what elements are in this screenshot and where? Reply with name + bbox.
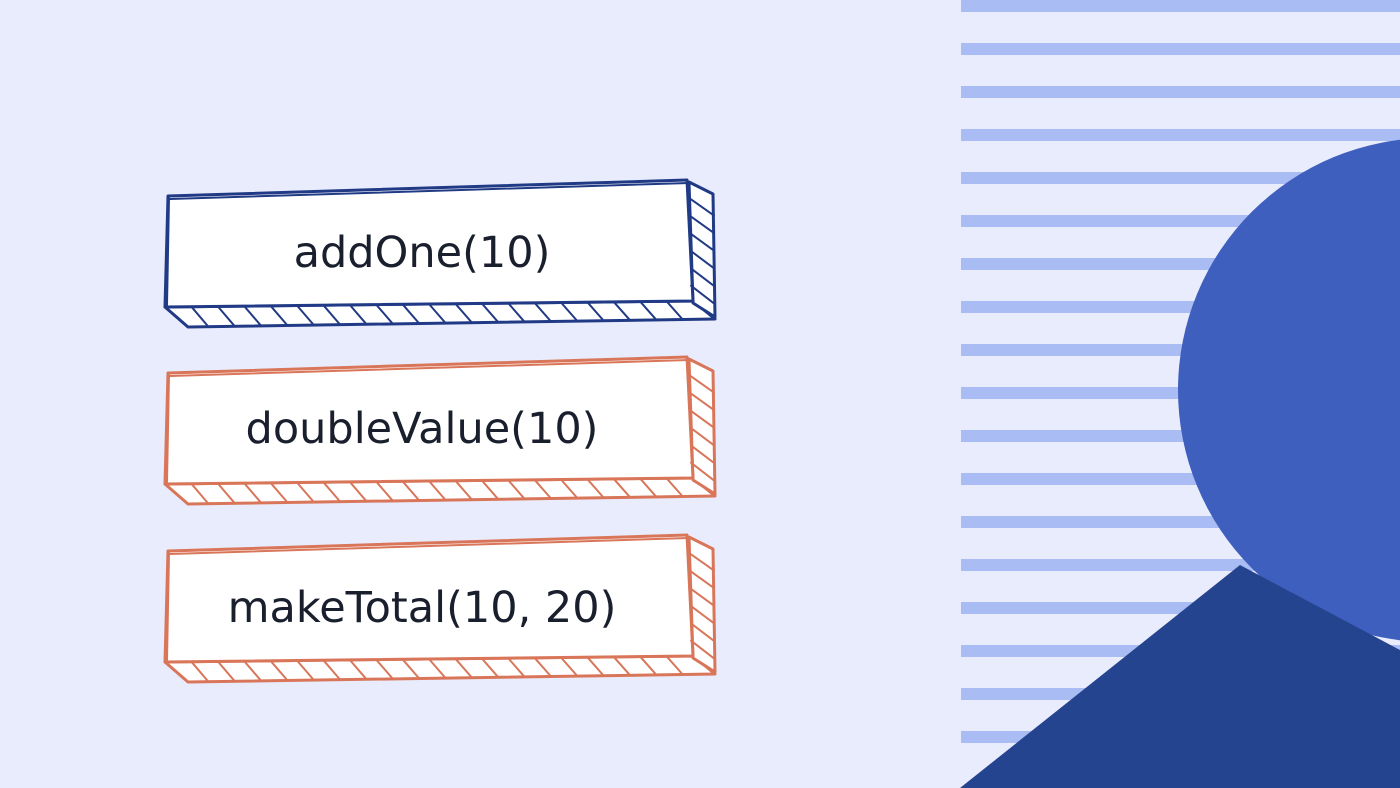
block-hatch-line (690, 622, 715, 642)
block-hatch-line (269, 304, 289, 327)
block-hatch-line (216, 660, 236, 683)
block-hatch-line (454, 302, 473, 324)
block-sketch-line (169, 359, 690, 377)
block-hatch-line (454, 657, 473, 679)
block-hatch-line (533, 478, 552, 500)
block-hatch-line (480, 479, 500, 501)
block-sketch-line (166, 552, 170, 661)
stack-block-add-one (163, 178, 717, 329)
block-sketch-line (166, 374, 170, 483)
block-hatch-line (586, 478, 605, 499)
block-hatch-line (375, 658, 394, 680)
block-hatch-line (348, 480, 368, 503)
block-hatch-line (665, 655, 684, 676)
block-hatch-line (428, 480, 447, 501)
block-sketch-line (166, 197, 170, 306)
block-hatch-line (216, 305, 236, 328)
block-hatch-line (454, 479, 473, 501)
decorative-triangle (960, 565, 1400, 788)
block-hatch-line (190, 482, 210, 505)
stack-block-make-total (163, 533, 717, 684)
block-hatch-line (269, 481, 289, 504)
block-hatch-line (639, 300, 658, 321)
block-hatch-line (560, 478, 579, 499)
block-hatch-line (612, 655, 631, 677)
block-hatch-line (690, 198, 715, 217)
block-hatch-line (401, 658, 421, 680)
block-hatch-line (665, 300, 684, 321)
stripe (961, 43, 1400, 55)
block-sketch-line (169, 182, 690, 200)
block-hatch-line (586, 656, 605, 677)
block-hatch-line (533, 301, 552, 323)
block-sketch-line (169, 537, 690, 555)
block-hatch-line (690, 461, 715, 482)
block-hatch-line (690, 587, 715, 607)
block-hatch-line (296, 659, 315, 681)
block-hatch-line (428, 303, 447, 324)
block-hatch-line (507, 479, 526, 500)
block-hatch-line (690, 427, 715, 447)
stripe (961, 129, 1400, 141)
block-hatch-line (507, 302, 526, 323)
block-hatch-line (190, 660, 210, 683)
block-hatch-line (428, 658, 447, 679)
block-hatch-line (690, 250, 715, 270)
block-hatch-line (690, 409, 715, 429)
block-hatch-line (690, 232, 715, 252)
block-hatch-line (322, 304, 342, 326)
block-front-face (163, 355, 695, 486)
block-hatch-line (690, 605, 715, 625)
block-hatch-line (243, 305, 263, 327)
block-hatch-line (296, 304, 315, 326)
block-hatch-line (533, 656, 552, 678)
block-hatch-line (348, 303, 368, 326)
block-hatch-line (480, 302, 500, 324)
block-hatch-line (690, 639, 715, 660)
block-hatch-line (375, 480, 394, 502)
block-hatch-line (665, 477, 684, 498)
stripe (961, 0, 1400, 12)
block-hatch-line (560, 301, 579, 322)
block-hatch-line (480, 657, 500, 679)
block-hatch-line (690, 570, 715, 590)
block-hatch-line (375, 303, 394, 325)
block-hatch-line (690, 284, 715, 305)
block-hatch-line (507, 657, 526, 678)
block-hatch-line (690, 444, 715, 464)
block-hatch-line (243, 660, 263, 682)
block-hatch-line (348, 658, 368, 681)
block-hatch-line (560, 656, 579, 677)
block-hatch-line (401, 480, 421, 502)
block-hatch-line (322, 659, 342, 681)
block-hatch-line (216, 482, 236, 505)
block-hatch-line (190, 305, 210, 328)
block-front-face (163, 178, 695, 309)
block-hatch-line (612, 477, 631, 499)
block-hatch-line (296, 481, 315, 503)
block-front-face (163, 533, 695, 664)
block-hatch-line (322, 481, 342, 503)
block-hatch-line (690, 392, 715, 412)
stack-block-double-value (163, 355, 717, 506)
stripe (961, 86, 1400, 98)
block-hatch-line (612, 300, 631, 322)
block-hatch-line (586, 301, 605, 322)
block-hatch-line (690, 375, 715, 394)
decorative-circle (1178, 139, 1400, 641)
block-hatch-line (690, 215, 715, 235)
block-hatch-line (690, 553, 715, 572)
block-hatch-line (690, 267, 715, 287)
block-hatch-line (243, 482, 263, 504)
block-hatch-line (269, 659, 289, 682)
block-hatch-line (639, 655, 658, 676)
block-hatch-line (401, 303, 421, 325)
block-hatch-line (639, 477, 658, 498)
